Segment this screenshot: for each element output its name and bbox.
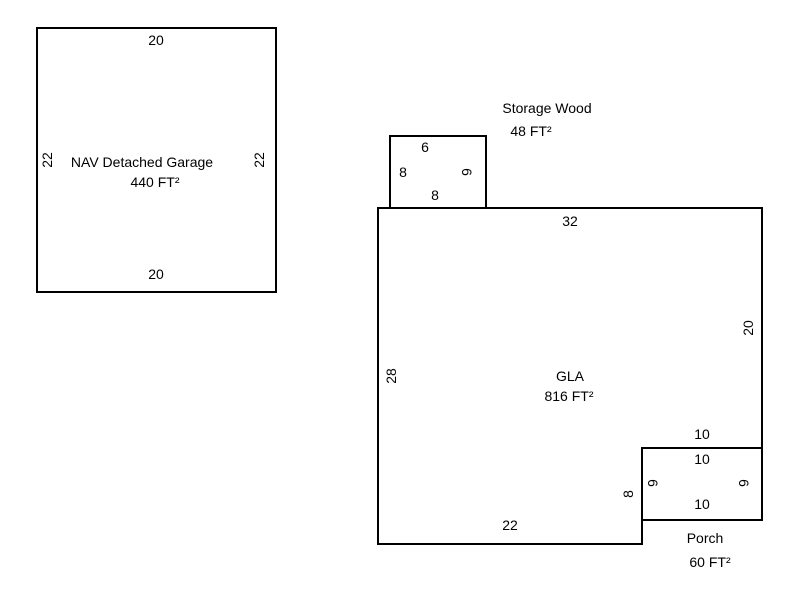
- garage-area: 20 20 22 22 NAV Detached Garage 440 FT²: [36, 27, 277, 293]
- gla-dim-top: 32: [562, 213, 578, 229]
- storage-area: Storage Wood 48 FT² 6 8 6 8: [389, 100, 592, 209]
- garage-dim-bottom: 20: [148, 266, 164, 282]
- porch-dim-top: 10: [694, 451, 710, 467]
- garage-area-label: 440 FT²: [130, 174, 179, 190]
- storage-dim-bottom: 8: [431, 187, 439, 203]
- porch-dim-left: 6: [645, 479, 661, 487]
- storage-dim-right: 6: [459, 168, 475, 176]
- porch-dim-bottom: 10: [694, 496, 710, 512]
- gla-area-label: 816 FT²: [544, 388, 593, 404]
- storage-dim-top: 6: [421, 139, 429, 155]
- porch-outline: [641, 447, 763, 521]
- garage-dim-top: 20: [148, 32, 164, 48]
- porch-area: 10 6 6 10 Porch 60 FT²: [641, 447, 763, 570]
- gla-label: GLA: [556, 368, 585, 384]
- garage-outline: [36, 27, 277, 293]
- garage-dim-left: 22: [39, 152, 55, 168]
- gla-dim-inner-vertical: 8: [620, 490, 636, 498]
- gla-dim-bottom: 22: [502, 517, 518, 533]
- porch-area-label: 60 FT²: [689, 554, 731, 570]
- gla-dim-inner-horizontal: 10: [694, 426, 710, 442]
- porch-label: Porch: [687, 530, 724, 546]
- garage-dim-right: 22: [251, 152, 267, 168]
- gla-dim-right: 20: [740, 320, 756, 336]
- gla-dim-left: 28: [383, 368, 399, 384]
- gla-area: 32 20 28 GLA 816 FT² 22 8 10: [377, 207, 763, 545]
- storage-area-label: 48 FT²: [510, 123, 552, 139]
- storage-dim-left: 8: [399, 164, 407, 180]
- storage-label: Storage Wood: [502, 100, 591, 116]
- porch-dim-right: 6: [736, 479, 752, 487]
- garage-label: NAV Detached Garage: [71, 154, 213, 170]
